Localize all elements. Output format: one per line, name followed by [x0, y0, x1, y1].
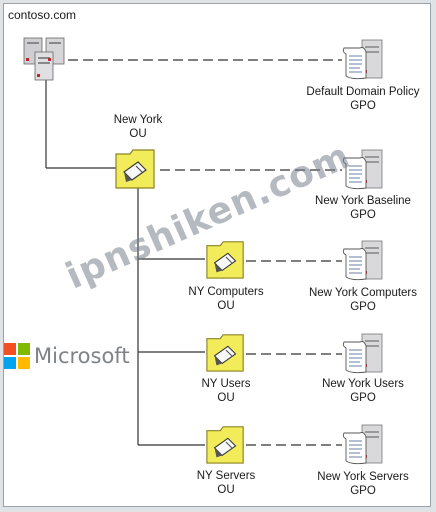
label-line: New York Computers: [308, 287, 418, 299]
ny-computers-gpo-icon[interactable]: [340, 239, 386, 283]
label-line: New York Users: [322, 378, 404, 390]
microsoft-logo-text: Microsoft: [34, 344, 130, 368]
label-line: GPO: [350, 485, 376, 497]
ny-computers-ou-folder-icon[interactable]: [205, 238, 247, 280]
ny-computers-gpo-label: New York Computers GPO: [296, 286, 430, 314]
ny-baseline-gpo-label: New York Baseline GPO: [296, 194, 430, 222]
ny-users-ou-label: NY Users OU: [176, 377, 276, 405]
label-line: New York: [113, 114, 163, 126]
label-line: NY Computers: [188, 286, 264, 298]
label-line: GPO: [350, 301, 376, 313]
ny-servers-gpo-label: New York Servers GPO: [296, 470, 430, 498]
ny-servers-gpo-icon[interactable]: [340, 423, 386, 467]
domain-label: contoso.com: [8, 8, 77, 22]
label-line: Default Domain Policy: [306, 86, 420, 98]
microsoft-logo: Microsoft: [4, 343, 130, 369]
label-line: GPO: [350, 209, 376, 221]
new-york-ou-label: New York OU: [98, 113, 178, 141]
label-line: New York Baseline: [315, 195, 411, 207]
ny-computers-ou-label: NY Computers OU: [176, 285, 276, 313]
label-line: GPO: [350, 392, 376, 404]
ny-users-gpo-label: New York Users GPO: [296, 377, 430, 405]
ny-users-gpo-icon[interactable]: [340, 332, 386, 376]
ny-servers-ou-folder-icon[interactable]: [205, 423, 247, 465]
label-line: NY Users: [201, 378, 251, 390]
ny-servers-ou-label: NY Servers OU: [176, 469, 276, 497]
label-line: OU: [129, 128, 147, 140]
label-line: OU: [217, 392, 235, 404]
label-line: New York Servers: [317, 471, 409, 483]
microsoft-logo-icon: [4, 343, 30, 369]
label-line: OU: [217, 300, 235, 312]
domain-server-icon: [23, 37, 65, 81]
label-line: NY Servers: [196, 470, 256, 482]
default-domain-gpo-label: Default Domain Policy GPO: [296, 85, 430, 113]
default-domain-gpo-icon[interactable]: [340, 38, 386, 82]
label-line: GPO: [350, 100, 376, 112]
new-york-ou-folder-icon[interactable]: [114, 146, 158, 190]
ny-users-ou-folder-icon[interactable]: [205, 331, 247, 373]
label-line: OU: [217, 484, 235, 496]
ny-baseline-gpo-icon[interactable]: [340, 148, 386, 192]
